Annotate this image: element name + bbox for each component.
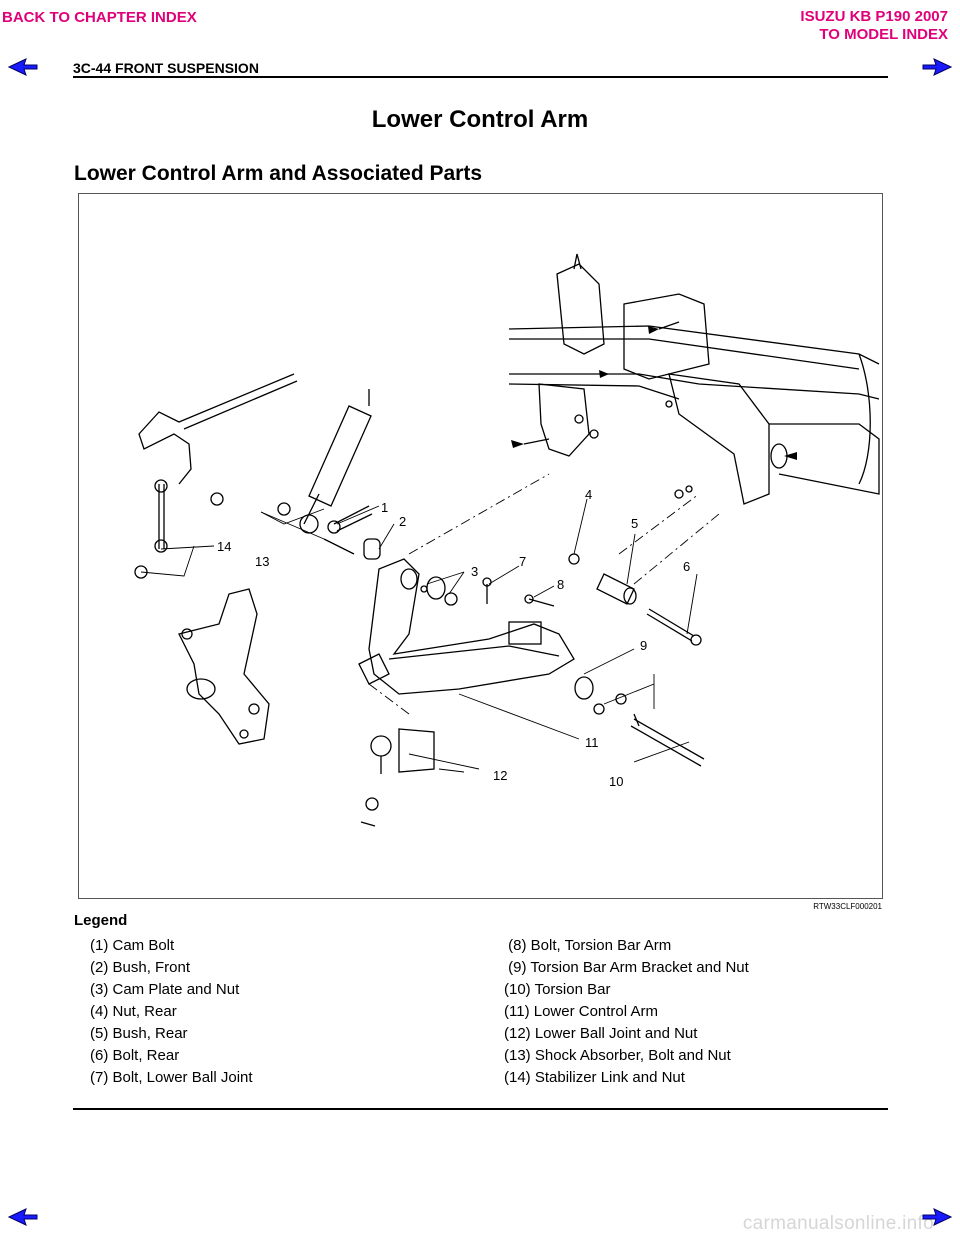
legend-title: Legend xyxy=(74,912,128,929)
legend-item: (13) Shock Absorber, Bolt and Nut xyxy=(504,1047,731,1064)
callout-7: 7 xyxy=(519,554,526,569)
legend-item: (12) Lower Ball Joint and Nut xyxy=(504,1025,698,1042)
watermark-text: carmanualsonline.info xyxy=(742,1213,934,1234)
legend-item: (9) Torsion Bar Arm Bracket and Nut xyxy=(504,959,749,976)
next-page-arrow-icon[interactable] xyxy=(922,58,952,76)
lower-control-arm-drawing xyxy=(358,558,575,695)
callout-13: 13 xyxy=(255,554,269,569)
rear-bush-drawing xyxy=(596,573,702,646)
direction-arrows xyxy=(511,326,797,460)
callout-1: 1 xyxy=(381,500,388,515)
legend-item: (4) Nut, Rear xyxy=(90,1003,177,1020)
callout-4: 4 xyxy=(585,487,592,502)
legend-item: (11) Lower Control Arm xyxy=(504,1003,658,1020)
cam-bolt-drawing xyxy=(323,505,381,560)
header-divider xyxy=(73,76,888,78)
callout-leader-lines xyxy=(140,498,698,773)
prev-page-arrow-icon[interactable] xyxy=(8,1208,38,1226)
model-index-link[interactable]: ISUZU KB P190 2007 TO MODEL INDEX xyxy=(800,8,948,44)
cam-plate-drawing xyxy=(426,553,580,607)
callout-2: 2 xyxy=(399,514,406,529)
legend-column-right: (8) Bolt, Torsion Bar Arm (9) Torsion Ba… xyxy=(504,935,749,1089)
callout-5: 5 xyxy=(631,516,638,531)
section-title: Lower Control Arm and Associated Parts xyxy=(74,162,483,185)
chassis-frame-drawing xyxy=(508,253,880,505)
callout-12: 12 xyxy=(493,768,507,783)
torsion-bar-drawing xyxy=(574,676,705,767)
exploded-view-figure: 1 2 3 4 5 6 7 8 9 10 11 12 13 14 xyxy=(78,193,883,899)
shock-absorber-drawing xyxy=(277,389,372,534)
stabilizer-bar-drawing xyxy=(134,373,298,579)
running-header: 3C-44 FRONT SUSPENSION xyxy=(73,60,259,76)
model-name: ISUZU KB P190 2007 xyxy=(800,8,948,25)
ball-joint-drawing xyxy=(360,728,435,827)
callout-3: 3 xyxy=(471,564,478,579)
callout-14: 14 xyxy=(217,539,231,554)
callout-8: 8 xyxy=(557,577,564,592)
legend-item: (3) Cam Plate and Nut xyxy=(90,981,240,998)
prev-page-arrow-icon[interactable] xyxy=(8,58,38,76)
assembly-guide-lines xyxy=(368,473,720,715)
legend-item: (2) Bush, Front xyxy=(90,959,191,976)
lower-control-arm-diagram: 1 2 3 4 5 6 7 8 9 10 11 12 13 14 xyxy=(134,253,880,827)
legend-item: (1) Cam Bolt xyxy=(90,937,175,954)
legend-item: (7) Bolt, Lower Ball Joint xyxy=(90,1069,253,1086)
legend-item: (5) Bush, Rear xyxy=(90,1025,188,1042)
next-page-arrow-icon[interactable] xyxy=(922,1208,952,1226)
figure-code: RTW33CLF000201 xyxy=(813,902,882,911)
footer-divider xyxy=(73,1108,888,1110)
to-model-index-label[interactable]: TO MODEL INDEX xyxy=(819,26,948,43)
legend-item: (6) Bolt, Rear xyxy=(90,1047,180,1064)
callout-9: 9 xyxy=(640,638,647,653)
legend-item: (8) Bolt, Torsion Bar Arm xyxy=(504,937,672,954)
callout-10: 10 xyxy=(609,774,623,789)
back-to-chapter-link[interactable]: BACK TO CHAPTER INDEX xyxy=(2,9,197,26)
legend-item: (14) Stabilizer Link and Nut xyxy=(504,1069,685,1086)
steering-knuckle-drawing xyxy=(178,588,270,745)
legend-item: (10) Torsion Bar xyxy=(504,981,611,998)
callout-6: 6 xyxy=(683,559,690,574)
page-title: Lower Control Arm xyxy=(371,106,589,133)
callout-11: 11 xyxy=(585,735,599,750)
legend-column-left: (1) Cam Bolt (2) Bush, Front (3) Cam Pla… xyxy=(90,935,253,1089)
